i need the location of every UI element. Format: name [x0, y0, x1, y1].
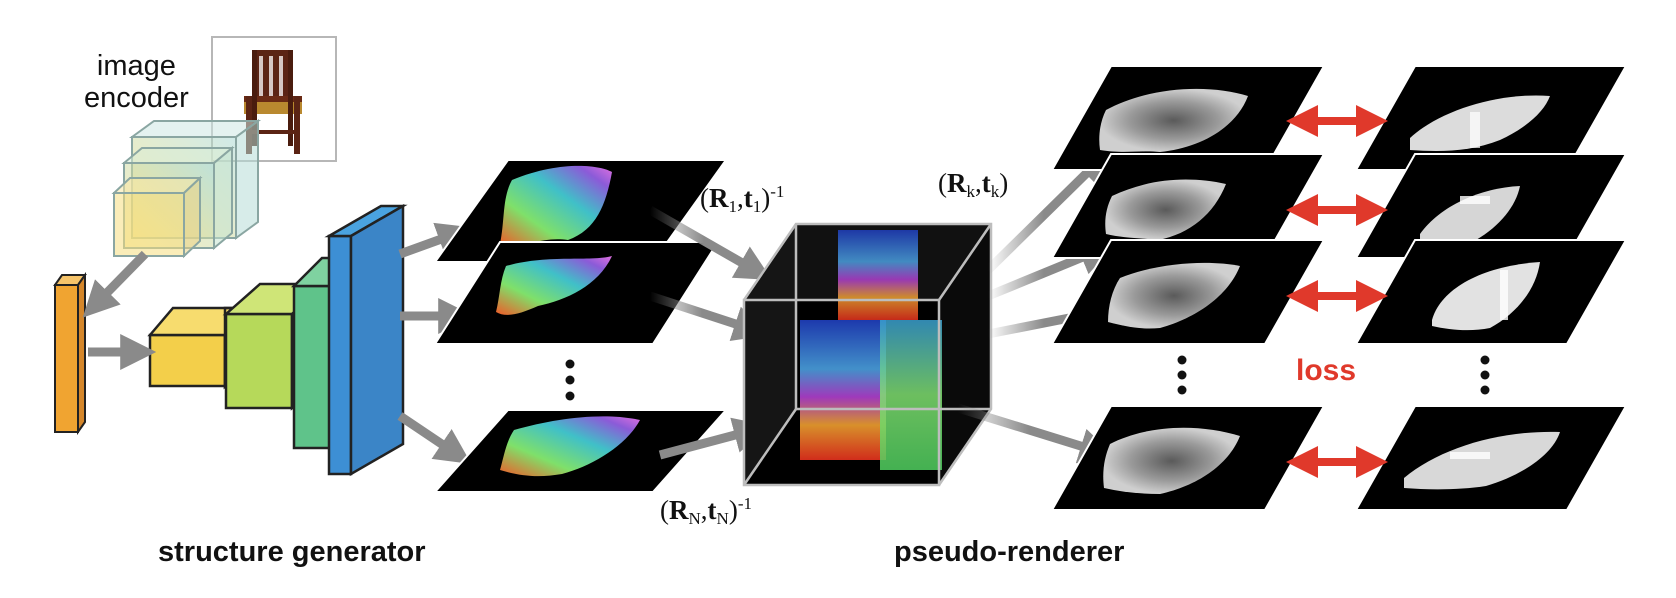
transform-last-translation: t [707, 495, 717, 525]
point-cloud-cube-icon [800, 230, 942, 470]
depth-1-to-cloud-arrow [647, 206, 773, 281]
gt-depth-1 [1354, 65, 1628, 171]
loss-label: loss [1296, 354, 1357, 387]
encoder-block-3 [111, 175, 203, 259]
rendered-depth-2 [1050, 153, 1326, 259]
gt-maps-ellipsis [1480, 355, 1490, 395]
depth-map-1 [433, 159, 728, 263]
depth-2-to-cloud-arrow [648, 291, 770, 341]
image-encoder-label-line1: image [96, 50, 176, 82]
transform-last-rotation-sub: N [688, 509, 701, 528]
depth-map-n [432, 409, 729, 493]
fusion-arrows [647, 206, 773, 460]
transform-first-translation: t [743, 183, 753, 213]
gt-depth-3 [1354, 239, 1628, 345]
transform-first-label: (R1,t1)-1 [700, 182, 785, 216]
structure-generator-blocks [147, 203, 408, 477]
chair-photo-icon [244, 50, 302, 154]
image-encoder-blocks [111, 119, 262, 259]
ground-truth-depth-maps [1354, 65, 1628, 511]
transform-first-rotation: R [709, 183, 729, 213]
transform-k-rotation-sub: k [966, 182, 976, 201]
generator-to-depth-1-arrow [398, 222, 474, 259]
transform-first-translation-sub: 1 [752, 197, 762, 216]
latent-vector [53, 271, 87, 436]
depth-map-2 [433, 241, 720, 345]
depth-map-icon [500, 165, 612, 246]
structure-generator-label: structure generator [158, 536, 426, 568]
transform-first-rotation-sub: 1 [728, 197, 738, 216]
rendered-depth-n [1050, 405, 1326, 511]
transform-last-label: (RN,tN)-1 [660, 494, 752, 528]
cloud-to-projection-n-arrow [956, 403, 1116, 464]
depth-maps-ellipsis [565, 359, 575, 401]
transform-last-rotation: R [669, 495, 689, 525]
transform-k-rotation: R [947, 168, 967, 198]
predicted-depth-maps [432, 159, 729, 493]
generator-block-4 [324, 203, 408, 477]
transform-k-translation: t [981, 168, 991, 198]
transform-last-exponent: -1 [737, 494, 752, 513]
pseudo-renderer-label: pseudo-renderer [894, 536, 1125, 568]
encoder-to-latent-arrow [82, 250, 149, 318]
rendered-maps-ellipsis [1177, 355, 1187, 395]
pseudo-rendered-depth-maps [1050, 65, 1326, 511]
transform-k-translation-sub: k [990, 182, 1000, 201]
transform-first-exponent: -1 [770, 182, 785, 201]
image-encoder-label: image encoder [84, 50, 189, 114]
generator-arrows [82, 222, 475, 465]
rendered-depth-3 [1050, 239, 1326, 345]
generator-to-depth-n-arrow [397, 412, 472, 465]
point-cloud-cube [742, 222, 993, 487]
image-encoder-label-line2: encoder [84, 82, 189, 114]
gt-depth-n [1354, 405, 1628, 511]
transform-k-label: (Rk,tk) [938, 168, 1009, 201]
loss-arrows [1286, 105, 1388, 478]
transform-last-translation-sub: N [716, 509, 729, 528]
rendered-depth-1 [1050, 65, 1326, 171]
cloud-to-projection-1-arrow [984, 148, 1112, 274]
depth-n-to-cloud-arrow [658, 417, 770, 460]
